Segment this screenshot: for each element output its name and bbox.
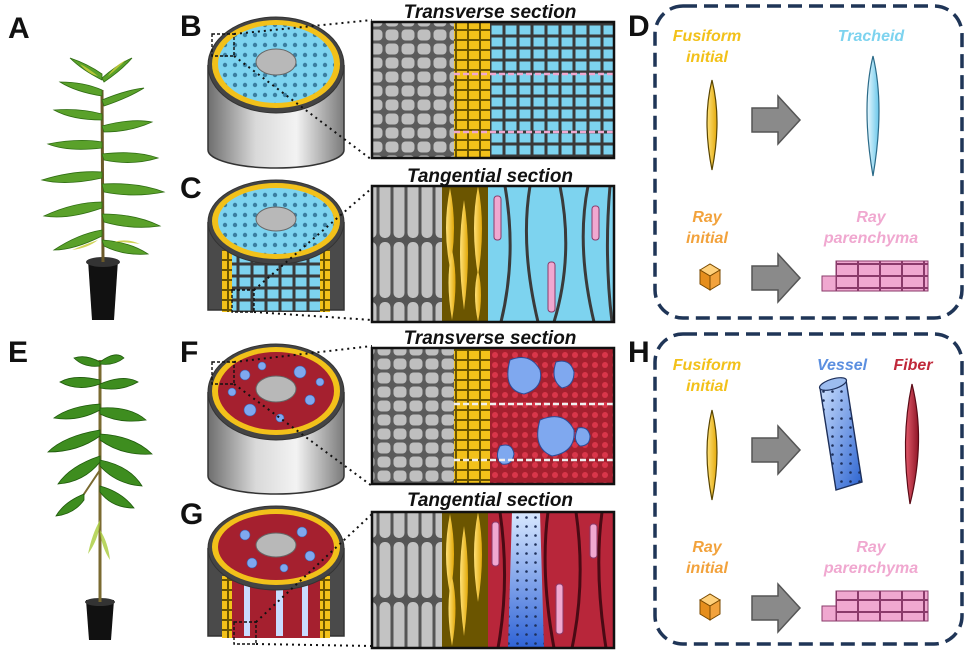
stem-cylinder-f bbox=[207, 343, 345, 495]
fusiform-initial-icon bbox=[706, 79, 718, 171]
arrow-right-icon bbox=[751, 94, 802, 146]
ray-parenchyma-icon bbox=[821, 590, 929, 622]
ray-parenchyma-icon bbox=[821, 260, 929, 292]
micro-section-f bbox=[370, 346, 616, 486]
h-ray-parenchyma-label-2: parenchyma bbox=[823, 560, 918, 577]
ray-initial-cube-icon bbox=[699, 593, 721, 621]
section-title-c: Tangential section bbox=[407, 166, 573, 187]
fiber-icon bbox=[904, 383, 920, 505]
panel-h-frame bbox=[653, 332, 964, 646]
arrow-right-icon bbox=[751, 582, 802, 634]
d-tracheid-label: Tracheid bbox=[838, 28, 906, 45]
micro-section-g bbox=[370, 510, 616, 650]
d-ray-initial-label-2: initial bbox=[686, 230, 728, 247]
panel-letter-g: G bbox=[180, 498, 203, 531]
broadleaf-plant-illustration bbox=[47, 354, 153, 640]
panel-letter-f: F bbox=[180, 336, 198, 369]
stem-cylinder-b bbox=[207, 16, 345, 169]
h-fusiform-label-2: initial bbox=[686, 378, 728, 395]
panel-letter-c: C bbox=[180, 172, 202, 205]
panel-letter-d: D bbox=[628, 10, 650, 43]
d-ray-parenchyma-label-2: parenchyma bbox=[823, 230, 918, 247]
vessel-element-icon bbox=[818, 377, 863, 491]
panel-letter-a: A bbox=[8, 12, 30, 45]
section-title-b: Transverse section bbox=[404, 2, 577, 23]
panel-letter-h: H bbox=[628, 336, 650, 369]
h-ray-initial-label-2: initial bbox=[686, 560, 728, 577]
arrow-right-icon bbox=[751, 252, 802, 304]
ray-initial-cube-icon bbox=[699, 263, 721, 291]
panel-letter-e: E bbox=[8, 336, 28, 369]
d-fusiform-label-1: Fusiform bbox=[673, 28, 741, 45]
arrow-right-icon bbox=[751, 424, 802, 476]
h-fiber-label: Fiber bbox=[893, 357, 933, 374]
micro-section-b bbox=[370, 20, 616, 160]
stem-cylinder-c bbox=[207, 179, 345, 313]
h-fusiform-label-1: Fusiform bbox=[673, 357, 741, 374]
fusiform-initial-icon bbox=[706, 409, 718, 501]
d-fusiform-label-2: initial bbox=[686, 49, 728, 66]
tracheid-icon bbox=[866, 55, 880, 177]
h-vessel-label: Vessel bbox=[817, 357, 868, 374]
d-ray-parenchyma-label-1: Ray bbox=[856, 209, 886, 226]
h-ray-parenchyma-label-1: Ray bbox=[856, 539, 886, 556]
conifer-plant-illustration bbox=[40, 57, 166, 320]
section-title-f: Transverse section bbox=[404, 328, 577, 349]
micro-section-c bbox=[370, 184, 616, 324]
panel-d-frame bbox=[653, 4, 964, 320]
stem-cylinder-g bbox=[207, 505, 345, 645]
panel-letter-b: B bbox=[180, 10, 202, 43]
section-title-g: Tangential section bbox=[407, 490, 573, 511]
d-ray-initial-label-1: Ray bbox=[692, 209, 722, 226]
h-ray-initial-label-1: Ray bbox=[692, 539, 722, 556]
